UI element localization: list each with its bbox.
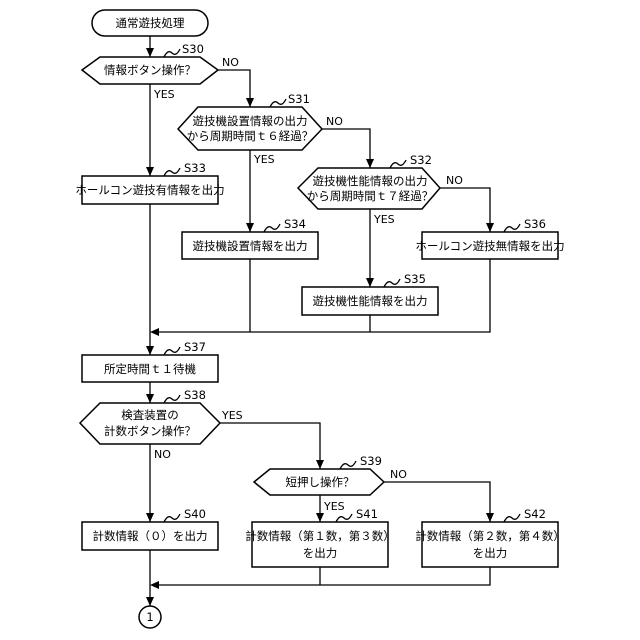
step-label-s40: S40	[184, 507, 206, 521]
step-label-s41: S41	[356, 507, 378, 521]
decision-s32: 遊技機性能情報の出力 から周期時間ｔ７経過？	[298, 168, 440, 209]
connector-1: 1	[139, 606, 161, 628]
process-s36-text: ホールコン遊技無情報を出力	[415, 239, 564, 253]
process-s42-line1: 計数情報（第２数，第４数）	[415, 529, 565, 543]
s39-yes-label: YES	[323, 500, 345, 513]
process-s40: 計数情報（０）を出力	[82, 522, 218, 550]
step-label-s35: S35	[404, 272, 426, 286]
s30-yes-label: YES	[153, 88, 175, 101]
s31-no-label: NO	[326, 115, 343, 128]
process-s35-text: 遊技機性能情報を出力	[313, 294, 428, 308]
step-label-s42: S42	[524, 507, 546, 521]
process-s41: 計数情報（第１数，第３数） を出力	[245, 522, 395, 567]
decision-s31-line1: 遊技機設置情報の出力	[193, 114, 308, 128]
decision-s30-text: 情報ボタン操作？	[104, 63, 196, 77]
s38-no-label: NO	[154, 448, 171, 461]
process-s33: ホールコン遊技有情報を出力	[75, 176, 224, 204]
process-s37: 所定時間ｔ１待機	[82, 355, 218, 382]
process-s36: ホールコン遊技無情報を出力	[415, 232, 564, 259]
process-s40-text: 計数情報（０）を出力	[93, 529, 208, 543]
decision-s32-line2: から周期時間ｔ７経過？	[307, 189, 434, 203]
decision-s32-line1: 遊技機性能情報の出力	[313, 174, 428, 188]
process-s42-line2: を出力	[473, 546, 508, 560]
decision-s38-line1: 検査装置の	[121, 408, 179, 422]
process-s33-text: ホールコン遊技有情報を出力	[75, 183, 224, 197]
step-label-s32: S32	[410, 153, 432, 167]
start-terminal: 通常遊技処理	[92, 10, 208, 36]
process-s42: 計数情報（第２数，第４数） を出力	[415, 522, 565, 567]
step-label-s30: S30	[182, 42, 204, 56]
decision-s38: 検査装置の 計数ボタン操作？	[80, 403, 220, 444]
process-s34-text: 遊技機設置情報を出力	[193, 239, 308, 253]
process-s35: 遊技機性能情報を出力	[302, 287, 438, 315]
step-label-s38: S38	[184, 388, 206, 402]
process-s41-line1: 計数情報（第１数，第３数）	[245, 529, 395, 543]
s38-yes-label: YES	[221, 409, 243, 422]
process-s41-line2: を出力	[303, 546, 338, 560]
process-s34: 遊技機設置情報を出力	[182, 232, 318, 259]
decision-s39: 短押し操作？	[254, 469, 384, 495]
decision-s39-text: 短押し操作？	[286, 475, 355, 489]
process-s37-text: 所定時間ｔ１待機	[104, 362, 196, 376]
decision-s31: 遊技機設置情報の出力 から周期時間ｔ６経過？	[178, 107, 322, 150]
connector-label: 1	[146, 610, 153, 624]
decision-s31-line2: から周期時間ｔ６経過？	[187, 129, 314, 143]
step-label-s36: S36	[524, 217, 546, 231]
step-label-s37: S37	[184, 340, 206, 354]
s32-no-label: NO	[446, 174, 463, 187]
start-label: 通常遊技処理	[116, 16, 185, 30]
step-label-s34: S34	[284, 217, 306, 231]
step-label-s33: S33	[184, 161, 206, 175]
step-label-s39: S39	[360, 454, 382, 468]
decision-s38-line2: 計数ボタン操作？	[104, 424, 196, 438]
s32-yes-label: YES	[373, 213, 395, 226]
s30-no-label: NO	[222, 56, 239, 69]
decision-s30: 情報ボタン操作？	[82, 57, 218, 84]
s31-yes-label: YES	[253, 153, 275, 166]
step-label-s31: S31	[288, 92, 310, 106]
s39-no-label: NO	[390, 468, 407, 481]
